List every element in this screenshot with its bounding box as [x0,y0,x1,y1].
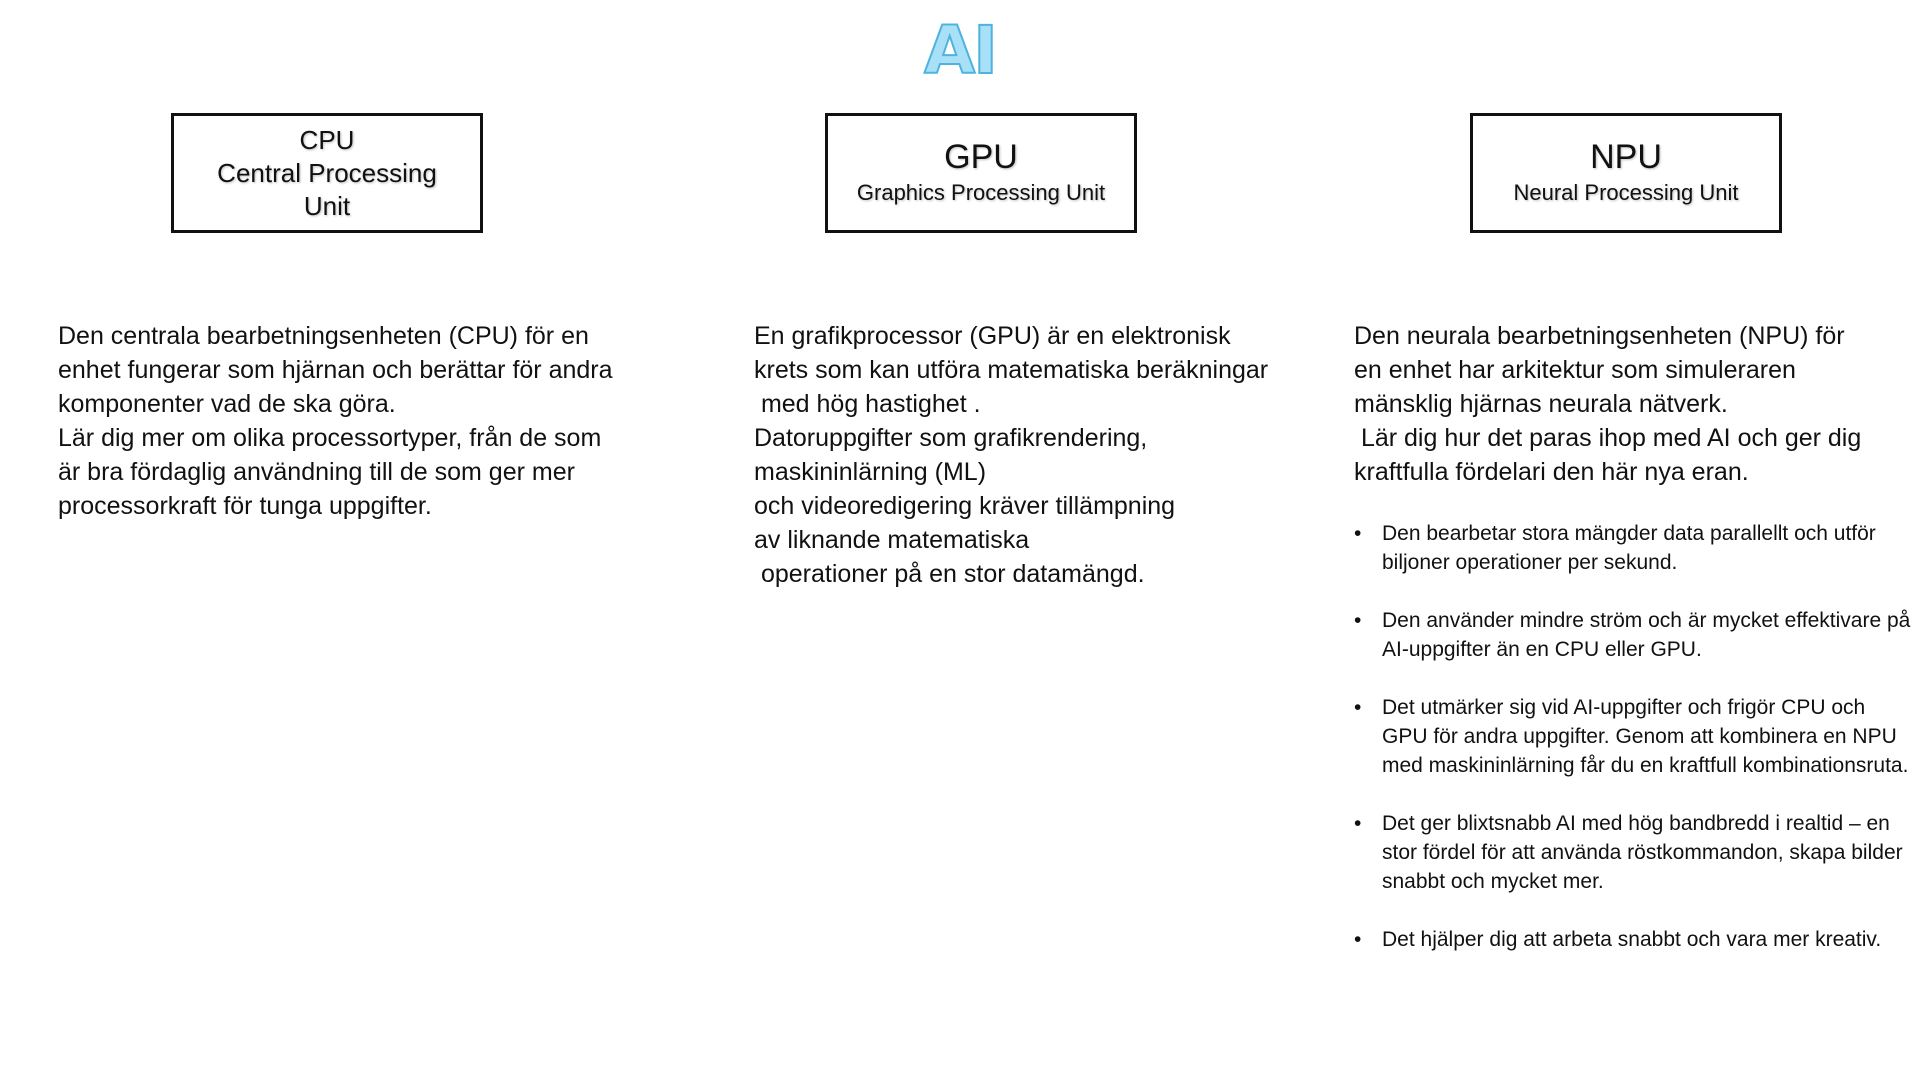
bullet-text: Det ger blixtsnabb AI med hög bandbredd … [1382,812,1903,893]
bullet-icon: • [1354,522,1362,545]
slide-title: AI [923,11,999,90]
gpu-text-line: Datoruppgifter som grafikrendering, [754,424,1148,452]
list-item: • Det ger blixtsnabb AI med hög bandbred… [1354,809,1914,896]
npu-text-line: en enhet har arkitektur som simuleraren [1354,356,1796,384]
cpu-text-line: komponenter vad de ska göra. [58,390,396,418]
bullet-icon: • [1354,812,1362,835]
cpu-text-line: är bra fördaglig användning till de som … [58,458,575,486]
bullet-text: Det utmärker sig vid AI-uppgifter och fr… [1382,696,1909,777]
bullet-icon: • [1354,928,1362,951]
cpu-description: Den centrala bearbetningsenheten (CPU) f… [58,319,698,523]
list-item: • Den använder mindre ström och är mycke… [1354,606,1914,664]
cpu-text-line: processorkraft för tunga uppgifter. [58,492,432,520]
bullet-text: Den använder mindre ström och är mycket … [1382,609,1911,661]
gpu-text-line: maskininlärning (ML) [754,458,987,486]
gpu-text-line: En grafikprocessor (GPU) är en elektroni… [754,322,1231,350]
cpu-text-line: Den centrala bearbetningsenheten (CPU) f… [58,322,589,350]
gpu-box: GPU Graphics Processing Unit [825,113,1137,233]
npu-bullet-list: • Den bearbetar stora mängder data paral… [1354,519,1914,983]
gpu-text-line: och videoredigering kräver tillämpning [754,492,1176,520]
bullet-text: Det hjälper dig att arbeta snabbt och va… [1382,928,1882,951]
cpu-box-line: Unit [303,190,351,221]
gpu-text-line: av liknande matematiska [754,526,1030,554]
gpu-text-line: operationer på en stor datamängd. [754,560,1145,588]
cpu-box-line: CPU [299,124,355,155]
gpu-text-line: med hög hastighet . [754,390,981,418]
list-item: • Den bearbetar stora mängder data paral… [1354,519,1914,577]
cpu-text-line: Lär dig mer om olika processortyper, frå… [58,424,602,452]
cpu-text-line: enhet fungerar som hjärnan och berättar … [58,356,613,384]
npu-box-abbr: NPU [1590,138,1662,176]
bullet-text: Den bearbetar stora mängder data paralle… [1382,522,1876,574]
list-item: • Det hjälper dig att arbeta snabbt och … [1354,925,1914,954]
npu-text-line: Lär dig hur det paras ihop med AI och ge… [1354,424,1862,452]
gpu-text-line: krets som kan utföra matematiska beräkni… [754,356,1269,384]
npu-box: NPU Neural Processing Unit [1470,113,1782,233]
npu-box-full-name: Neural Processing Unit [1513,180,1739,205]
bullet-icon: • [1354,696,1362,719]
cpu-box: CPU Central Processing Unit [171,113,483,233]
gpu-box-full-name: Graphics Processing Unit [856,180,1106,205]
npu-text-line: kraftfulla fördelari den här nya eran. [1354,458,1749,486]
list-item: • Det utmärker sig vid AI-uppgifter och … [1354,693,1914,780]
gpu-box-abbr: GPU [944,138,1018,176]
bullet-icon: • [1354,609,1362,632]
npu-description: Den neurala bearbetningsenheten (NPU) fö… [1354,319,1914,489]
npu-text-line: mänsklig hjärnas neurala nätverk. [1354,390,1728,418]
npu-text-line: Den neurala bearbetningsenheten (NPU) fö… [1354,322,1845,350]
gpu-description: En grafikprocessor (GPU) är en elektroni… [754,319,1334,591]
cpu-box-line: Central Processing [217,157,437,188]
